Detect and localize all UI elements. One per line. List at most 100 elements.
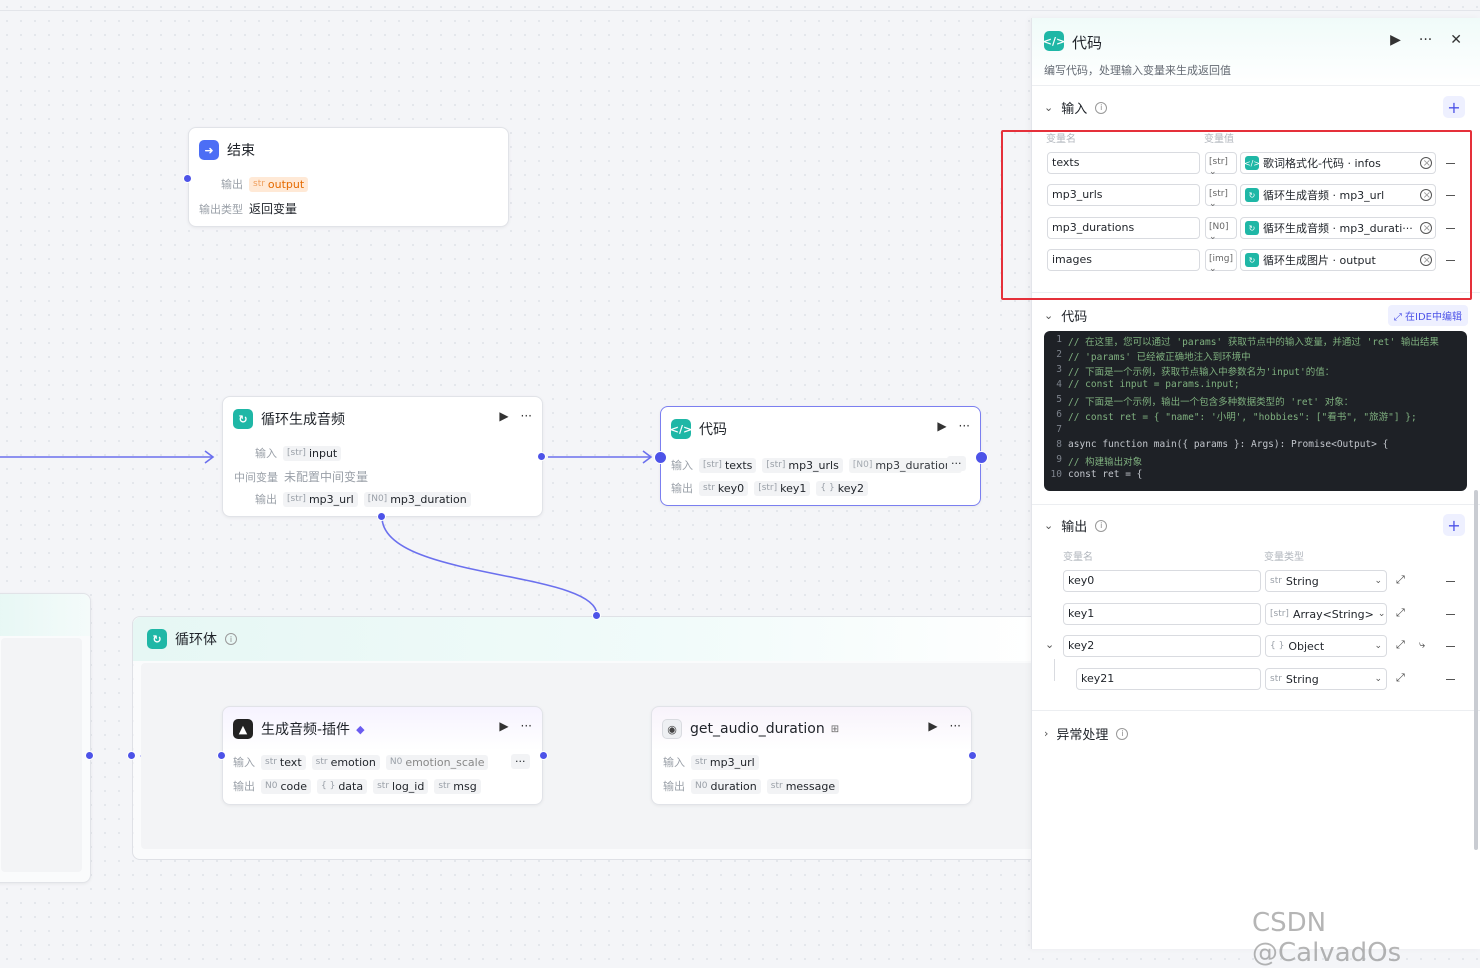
info-icon[interactable]: i (1095, 519, 1108, 532)
output-label: 输出 (671, 482, 693, 495)
output-section-header[interactable]: ⌄ 输出 i (1044, 516, 1108, 535)
add-input-button[interactable]: + (1443, 96, 1465, 118)
chevron-down-icon[interactable]: ⌄ (1045, 638, 1055, 651)
output-name-field[interactable]: key0 (1063, 570, 1261, 592)
close-icon[interactable]: ✕ (1450, 32, 1462, 48)
output-name-field[interactable]: key1 (1063, 603, 1261, 625)
duration-output-port[interactable] (968, 751, 977, 760)
run-icon[interactable]: ▶ (928, 719, 938, 733)
code-editor[interactable]: 1// 在这里，您可以通过 'params' 获取节点中的输入变量，并通过 'r… (1044, 331, 1467, 491)
type-select[interactable]: [N0] ⌄ (1205, 217, 1237, 242)
remove-output-icon[interactable] (1446, 646, 1455, 647)
type-select[interactable]: [str] ⌄ (1205, 184, 1237, 209)
tts-output-port[interactable] (539, 751, 548, 760)
output-tag: [str]mp3_url (283, 491, 358, 507)
type-select[interactable]: [img] ⌄ (1205, 249, 1237, 274)
code-section-header[interactable]: ⌄ 代码 (1044, 309, 1088, 325)
target-icon[interactable] (1420, 157, 1432, 169)
input-name-field[interactable]: mp3_urls (1047, 184, 1200, 206)
add-output-button[interactable]: + (1443, 514, 1465, 536)
chevron-down-icon[interactable]: ⌄ (1044, 309, 1054, 322)
loop-icon: ↻ (1245, 221, 1259, 235)
more-icon[interactable]: ··· (520, 409, 532, 423)
col-out-type: 变量类型 (1264, 552, 1304, 563)
left-partial-node[interactable] (0, 593, 91, 883)
col-var-value: 变量值 (1204, 134, 1234, 145)
loop-body-start-port[interactable] (127, 751, 136, 760)
target-icon[interactable] (1420, 222, 1432, 234)
col-var-name: 变量名 (1046, 134, 1076, 145)
run-icon[interactable]: ▶ (499, 409, 509, 423)
more-icon[interactable]: ··· (958, 419, 970, 433)
code-node[interactable]: </> 代码 ▶ ··· 输入 [str]texts [str]mp3_urls… (660, 406, 981, 506)
remove-output-icon[interactable] (1446, 679, 1455, 680)
remove-output-icon[interactable] (1446, 614, 1455, 615)
loop-audio-node[interactable]: ↻ 循环生成音频 ▶ ··· 输入 [str]input 中间变量 未配置中间变… (222, 396, 543, 517)
more-icon[interactable]: ··· (1418, 32, 1433, 48)
code-input-port[interactable] (654, 451, 667, 464)
output-name-field[interactable]: key21 (1076, 668, 1261, 690)
wire-loop-to-body (381, 516, 598, 616)
code-icon: </> (670, 419, 692, 439)
add-child-icon[interactable]: ⤷ (1419, 638, 1426, 651)
input-ref-select[interactable]: ↻ 循环生成图片 · output× (1240, 249, 1436, 271)
info-icon[interactable]: i (225, 633, 237, 645)
tts-input-port[interactable] (217, 751, 226, 760)
remove-input-icon[interactable] (1446, 195, 1455, 196)
chevron-down-icon[interactable]: ⌄ (1044, 101, 1054, 114)
remove-input-icon[interactable] (1446, 163, 1455, 164)
info-icon[interactable]: i (1116, 727, 1129, 740)
code-output-port[interactable] (975, 451, 988, 464)
verified-icon: ◆ (356, 722, 365, 736)
output-type-select[interactable]: [str]Array<String>⌄ (1265, 603, 1387, 625)
more-icon[interactable]: ··· (949, 719, 961, 733)
loop-audio-output-port[interactable] (537, 452, 546, 461)
input-name-field[interactable]: texts (1047, 152, 1200, 174)
run-icon[interactable]: ▶ (937, 419, 947, 433)
expand-icon[interactable]: ⤢ (1396, 638, 1405, 651)
output-type-label: 输出类型 (199, 202, 243, 216)
input-name-field[interactable]: mp3_durations (1047, 217, 1200, 239)
remove-input-icon[interactable] (1446, 228, 1455, 229)
info-icon[interactable]: i (1095, 101, 1108, 114)
target-icon[interactable] (1420, 254, 1432, 266)
type-select[interactable]: [str] ⌄ (1205, 152, 1237, 177)
expand-icon[interactable]: ⤢ (1396, 606, 1405, 619)
more-icon[interactable]: ··· (520, 719, 532, 733)
chevron-right-icon[interactable]: › (1044, 727, 1049, 740)
more-inputs-icon[interactable]: ··· (947, 456, 966, 471)
panel-scrollbar[interactable] (1474, 490, 1478, 850)
input-ref-select[interactable]: </> 歌词格式化-代码 · infos× (1240, 152, 1436, 174)
output-name-field[interactable]: key2 (1063, 635, 1261, 657)
run-icon[interactable]: ▶ (1390, 32, 1401, 48)
run-icon[interactable]: ▶ (499, 719, 509, 733)
loop-audio-body-port[interactable] (377, 512, 386, 521)
expand-icon[interactable]: ⤢ (1396, 671, 1405, 684)
output-type-select[interactable]: { }Object⌄ (1265, 635, 1387, 657)
error-handling-section-header[interactable]: › 异常处理 i (1044, 724, 1129, 743)
more-inputs-icon[interactable]: ··· (511, 754, 530, 769)
loop-body-input-port[interactable] (592, 611, 601, 620)
expand-icon[interactable]: ⤢ (1396, 573, 1405, 586)
remove-output-icon[interactable] (1446, 581, 1455, 582)
chevron-down-icon[interactable]: ⌄ (1044, 519, 1054, 532)
end-node-input-port[interactable] (183, 174, 192, 183)
remove-input-icon[interactable] (1446, 260, 1455, 261)
node-title: 循环生成音频 (261, 412, 345, 428)
input-tag: [str]input (283, 445, 342, 461)
edit-in-ide-button[interactable]: ⤢ 在IDE中编辑 (1387, 305, 1468, 326)
code-node-panel[interactable]: </> 代码 编写代码，处理输入变量来生成返回值 ▶ ··· ✕ ⌄ 输入 i … (1031, 18, 1480, 949)
input-section-header[interactable]: ⌄ 输入 i (1044, 98, 1108, 117)
node-title: get_audio_duration (690, 721, 825, 737)
target-icon[interactable] (1420, 189, 1432, 201)
input-name-field[interactable]: images (1047, 249, 1200, 271)
left-node-port[interactable] (85, 751, 94, 760)
